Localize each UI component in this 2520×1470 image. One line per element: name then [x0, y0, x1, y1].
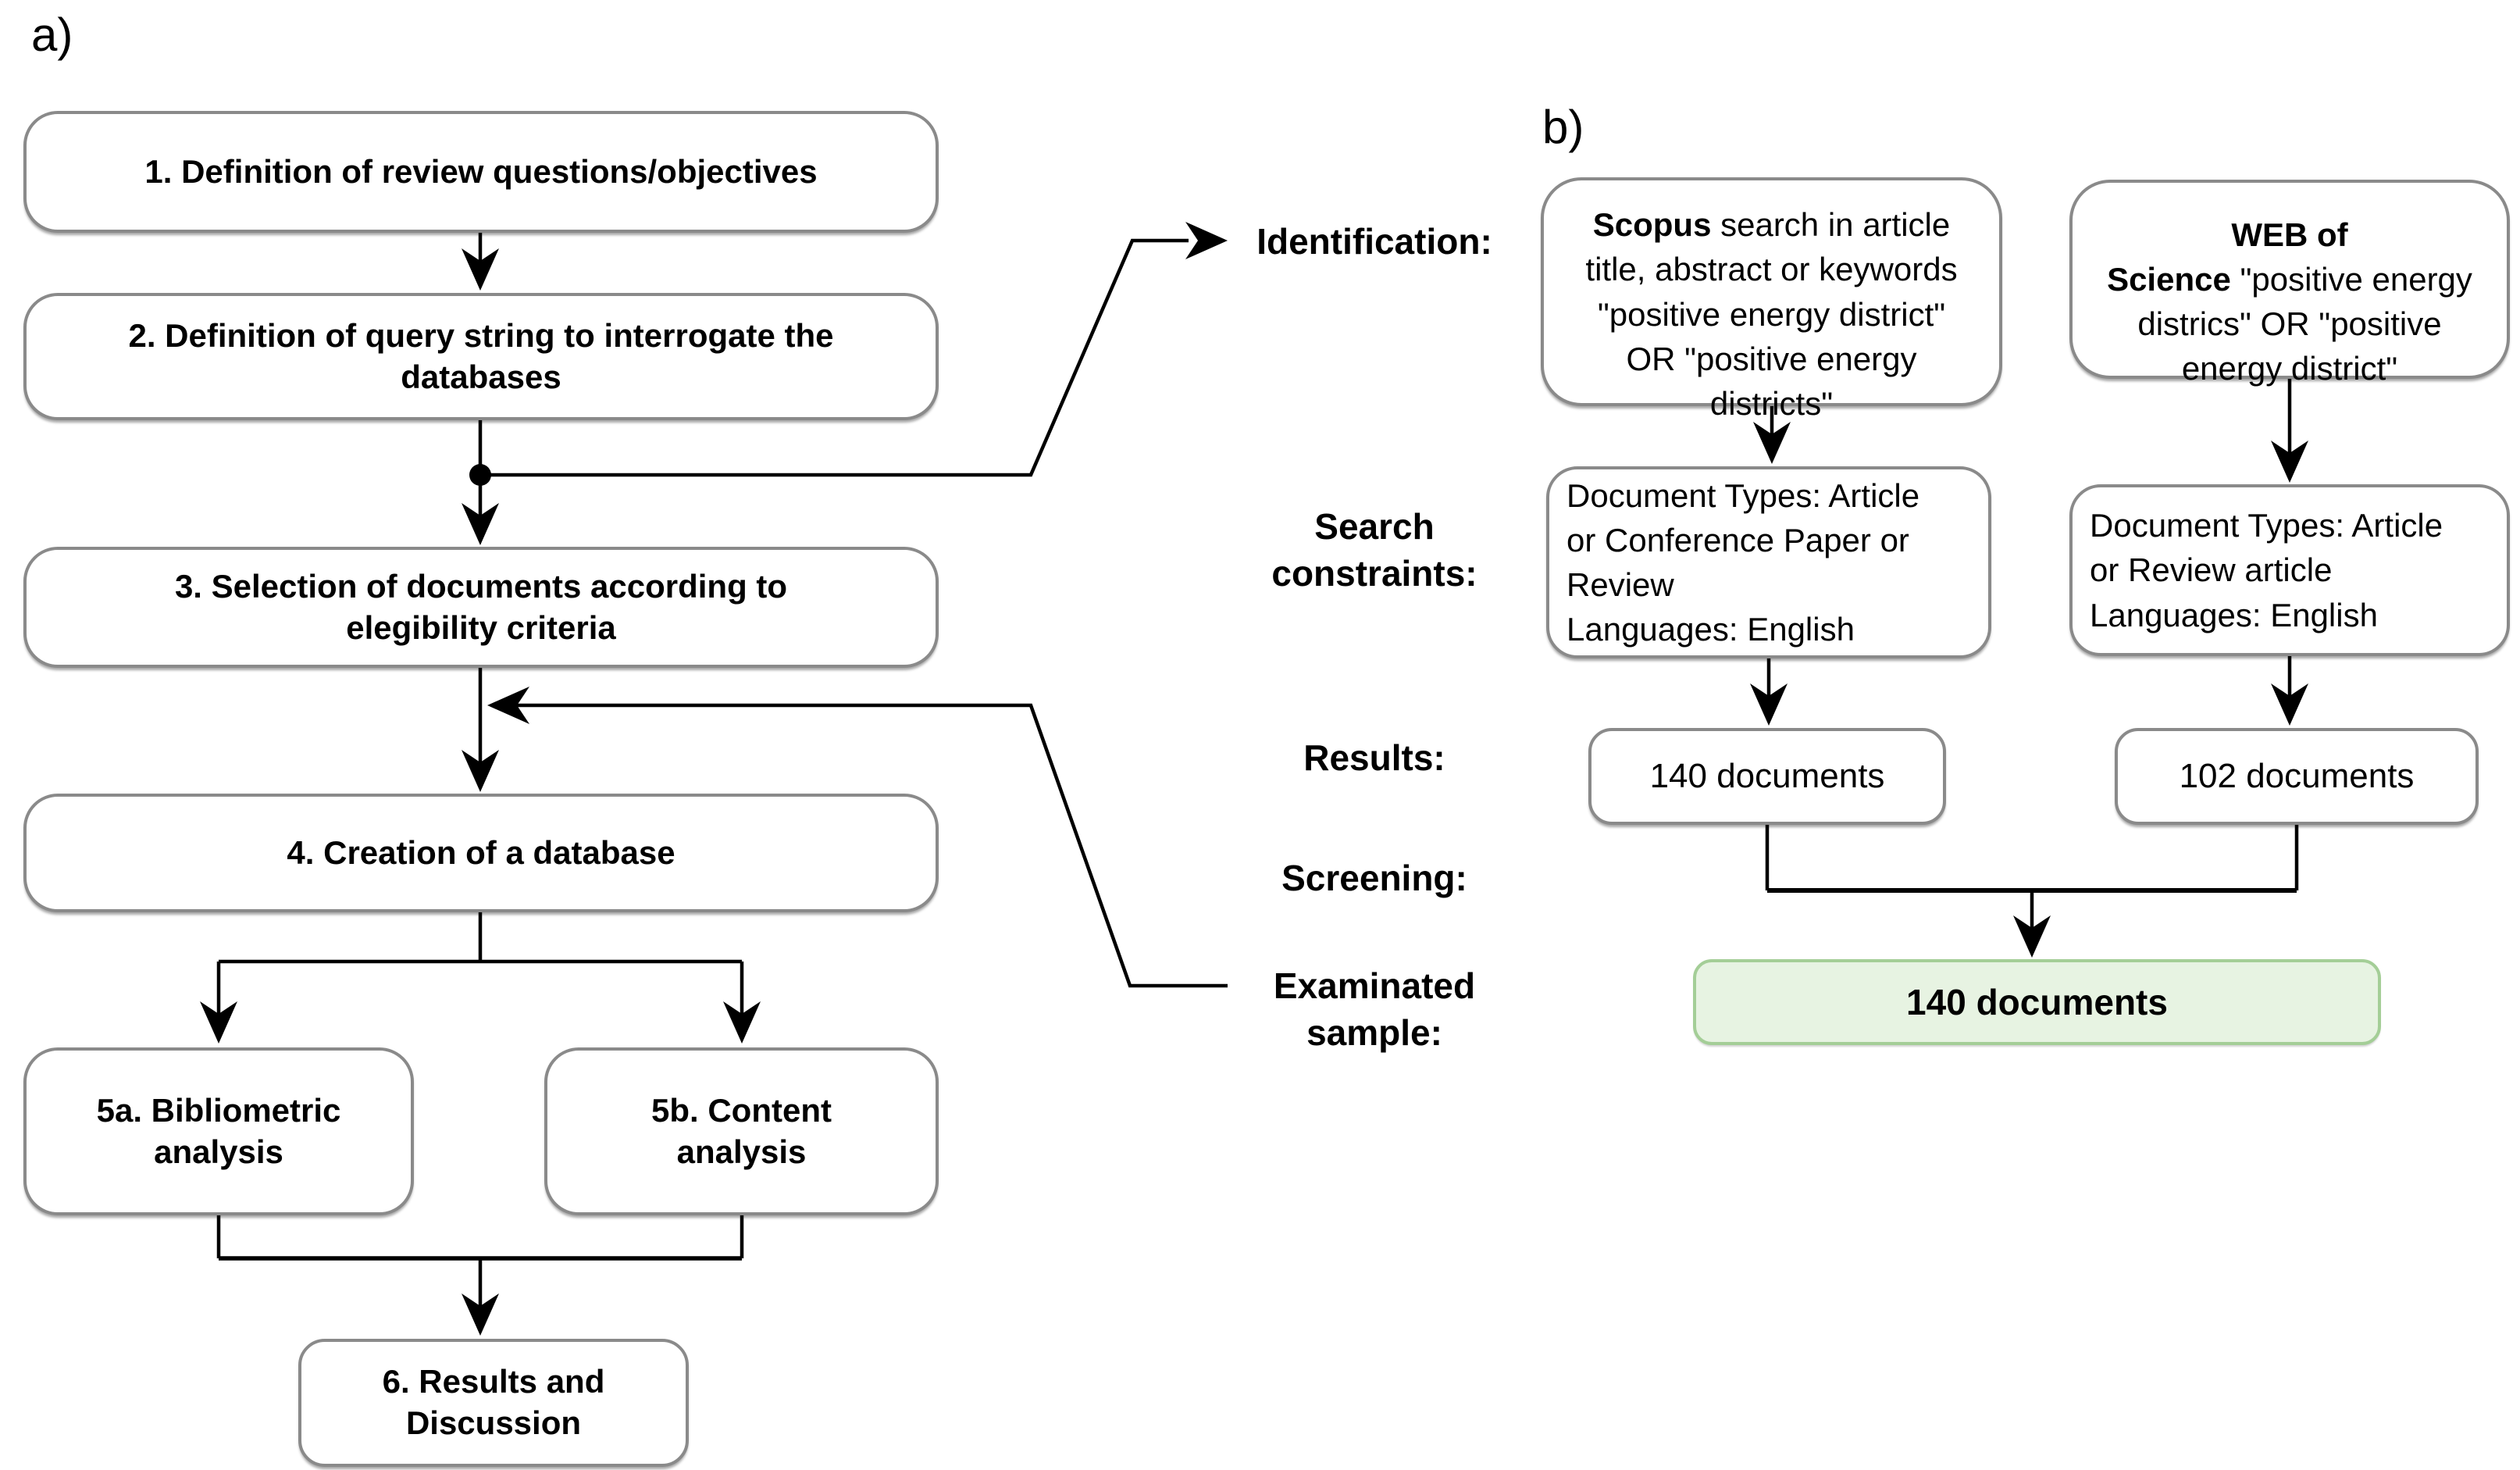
flow-box-6: 6. Results and Discussion	[298, 1339, 689, 1467]
flow-box-5a: 5a. Bibliometric analysis	[23, 1047, 414, 1215]
flow-box-4: 4. Creation of a database	[23, 794, 939, 912]
flow-box-1: 1. Definition of review questions/object…	[23, 111, 939, 233]
examined-sample-box: 140 documents	[1693, 959, 2381, 1045]
arrow-wos-results	[2271, 683, 2308, 726]
arrow-to-box5b	[723, 1001, 761, 1044]
arrow-to-box6	[462, 1293, 499, 1336]
scopus-results-box: 140 documents	[1588, 728, 1946, 825]
wos-search-bold: WEB of Science	[2107, 216, 2348, 298]
scopus-search-rest: search in article title, abstract or key…	[1585, 206, 1958, 422]
wos-results-box: 102 documents	[2115, 728, 2479, 825]
row-label-results: Results:	[1303, 737, 1445, 778]
arrow-scopus-results	[1750, 683, 1788, 726]
arrow-to-box5a	[200, 1001, 237, 1044]
arrow-box2-box3	[462, 503, 499, 545]
row-label-identification: Identification:	[1256, 221, 1492, 262]
arrow-box1-box2	[462, 248, 499, 291]
junction-dot	[469, 464, 491, 486]
row-label-search-constraints: Search constraints:	[1271, 506, 1477, 594]
scopus-constraints-box: Document Types: Article or Conference Pa…	[1546, 466, 1991, 658]
arrow-box3-box4	[462, 750, 499, 792]
wos-constraints-box: Document Types: Article or Review articl…	[2069, 484, 2510, 656]
arrow-to-examined-box	[2013, 915, 2051, 958]
wos-search-rest: "positive energy districs" OR "positive …	[2137, 260, 2472, 387]
flow-box-5b: 5b. Content analysis	[544, 1047, 939, 1215]
row-label-examined-sample: Examinated sample:	[1273, 965, 1476, 1053]
wos-search-box: WEB of Science "positive energy districs…	[2069, 180, 2510, 387]
row-label-screening: Screening:	[1281, 858, 1467, 898]
panel-b-label: b)	[1542, 101, 1584, 153]
arrow-return-from-examined	[487, 687, 529, 724]
panel-a-label: a)	[31, 9, 73, 61]
flow-box-2: 2. Definition of query string to interro…	[23, 293, 939, 420]
arrow-scopus-constraints	[1753, 422, 1791, 464]
flow-box-3: 3. Selection of documents according to e…	[23, 547, 939, 668]
scopus-search-box: Scopus search in article title, abstract…	[1541, 177, 2002, 422]
scopus-search-bold: Scopus	[1592, 206, 1712, 244]
arrow-wos-constraints	[2271, 441, 2308, 483]
